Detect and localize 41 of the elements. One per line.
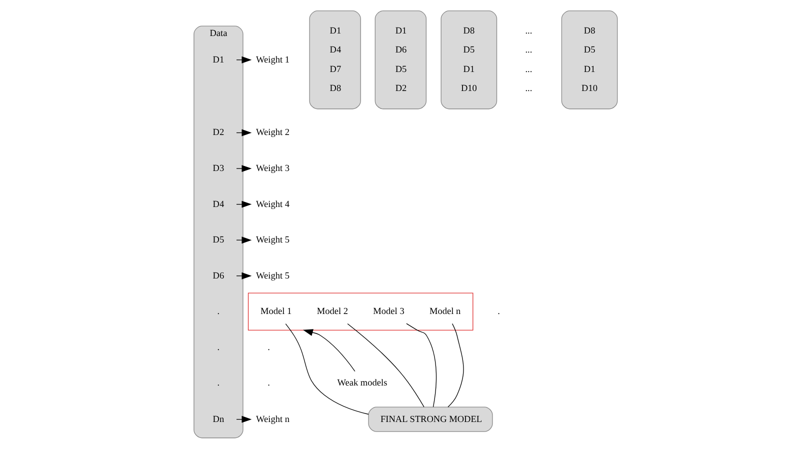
node-text: D1 [212, 55, 224, 66]
connector [346, 323, 424, 408]
label: . [216, 342, 220, 353]
arrow [302, 329, 355, 372]
connector [447, 323, 464, 408]
node-box: FINAL STRONG MODEL [368, 406, 492, 432]
arrow [236, 165, 252, 172]
node-text: Weight n [256, 414, 290, 425]
label: ... [524, 64, 532, 75]
node-text: D5 [212, 236, 224, 246]
connector [406, 323, 436, 408]
label: . [216, 307, 220, 318]
label: . [267, 342, 270, 353]
node-text: D3 [212, 164, 224, 174]
node-text: Weight 5 [256, 236, 290, 246]
label: . [497, 307, 500, 318]
label: . [267, 378, 270, 389]
label: . [216, 378, 220, 389]
node-box: D8 D5 D1 D10 [560, 10, 618, 110]
node-text: Weak models [336, 378, 387, 389]
node-text: D4 [212, 200, 224, 210]
cluster [247, 292, 473, 331]
node-text: Model 1 [260, 307, 292, 318]
node-text: D6 [212, 271, 224, 282]
connector [284, 323, 368, 415]
node-text: Model n [429, 307, 460, 318]
node-text: Dn [212, 414, 224, 425]
label: ... [524, 46, 532, 56]
node-text: Weight 3 [256, 164, 290, 174]
node-text: Model 2 [316, 307, 348, 318]
node-text: Model 3 [372, 307, 404, 318]
node-box: D1 D6 D5 D2 [374, 10, 426, 110]
node-text: Weight 4 [256, 200, 290, 210]
node-text: Weight 5 [256, 271, 290, 282]
label: ... [524, 26, 532, 36]
node-text: Weight 2 [256, 128, 290, 138]
node-text: D2 [212, 128, 224, 138]
node-box: D1 D4 D7 D8 [308, 10, 360, 110]
node-text: Weight 1 [256, 55, 290, 66]
label: ... [524, 84, 532, 94]
node-box: D8 D5 D1 D10 [440, 10, 497, 110]
